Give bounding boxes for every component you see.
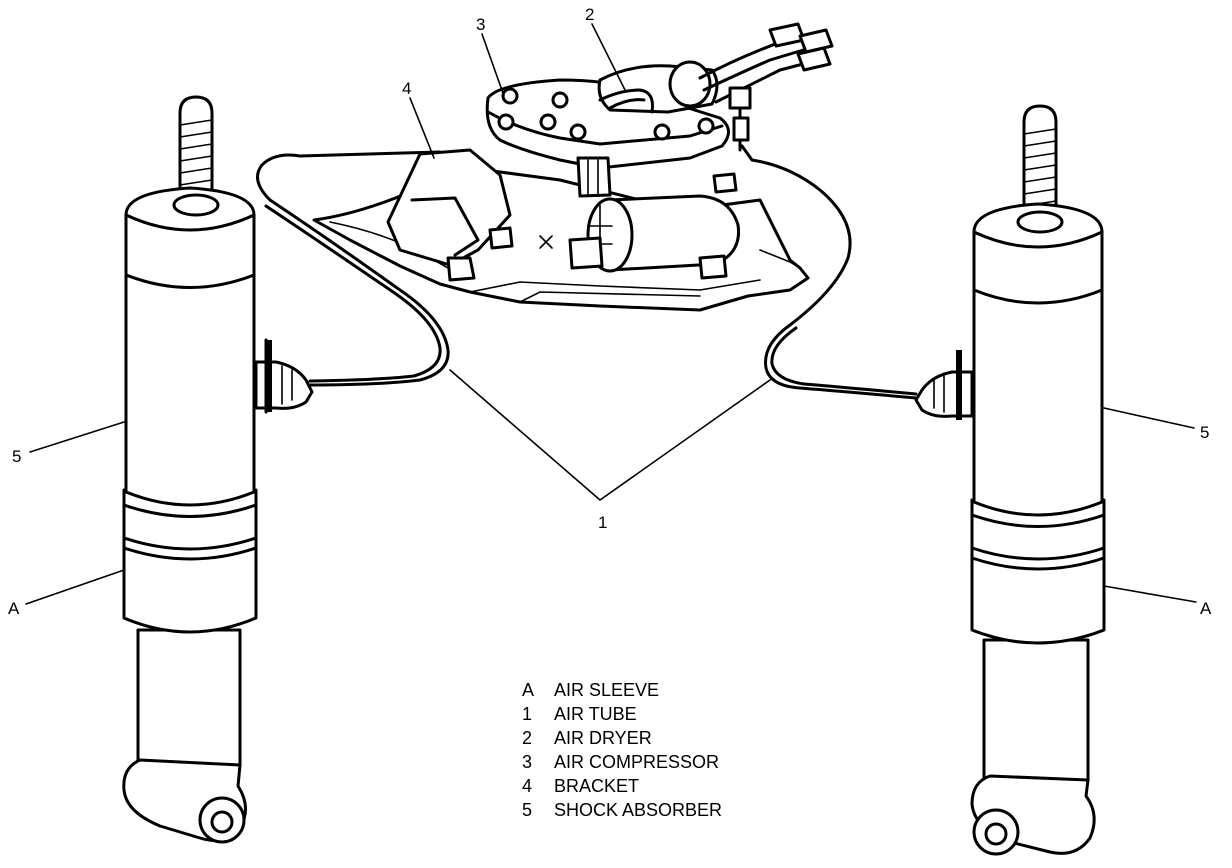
legend-item: 5 SHOCK ABSORBER [522,800,722,820]
leader-lines [25,23,1197,605]
callout-5-right: 5 [1200,423,1209,442]
left-shock-absorber [122,95,314,844]
leader-2 [591,23,626,91]
leader-1 [449,369,771,502]
legend-key: 4 [522,776,532,796]
legend-item: 3 AIR COMPRESSOR [522,752,719,772]
leader-4 [409,97,435,159]
callout-2: 2 [585,5,594,24]
legend-item: 1 AIR TUBE [522,704,637,724]
legend-label: AIR DRYER [554,728,652,748]
legend-item: 4 BRACKET [522,776,639,796]
callout-3: 3 [476,15,485,34]
right-shock-absorber [914,104,1106,856]
compressor-assembly [312,22,834,312]
legend-item: A AIR SLEEVE [522,680,659,700]
legend-label: AIR SLEEVE [554,680,659,700]
leader-3 [481,33,505,97]
legend-key: 3 [522,752,532,772]
callout-4: 4 [402,79,411,98]
leader-5-right [1103,407,1195,429]
legend: A AIR SLEEVE 1 AIR TUBE 2 AIR DRYER 3 AI… [522,680,722,820]
legend-key: 1 [522,704,532,724]
legend-item: 2 AIR DRYER [522,728,652,748]
air-tubes [256,144,918,400]
callout-a-left: A [8,599,20,618]
callout-a-right: A [1200,599,1212,618]
legend-label: SHOCK ABSORBER [554,800,722,820]
legend-key: 2 [522,728,532,748]
legend-label: BRACKET [554,776,639,796]
legend-label: AIR COMPRESSOR [554,752,719,772]
legend-label: AIR TUBE [554,704,637,724]
callout-5-left: 5 [12,447,21,466]
legend-key: 5 [522,800,532,820]
legend-key: A [522,680,534,700]
leader-a-left [25,569,125,605]
leader-a-right [1103,585,1197,603]
leader-5-left [29,421,125,453]
callout-1: 1 [598,513,607,532]
